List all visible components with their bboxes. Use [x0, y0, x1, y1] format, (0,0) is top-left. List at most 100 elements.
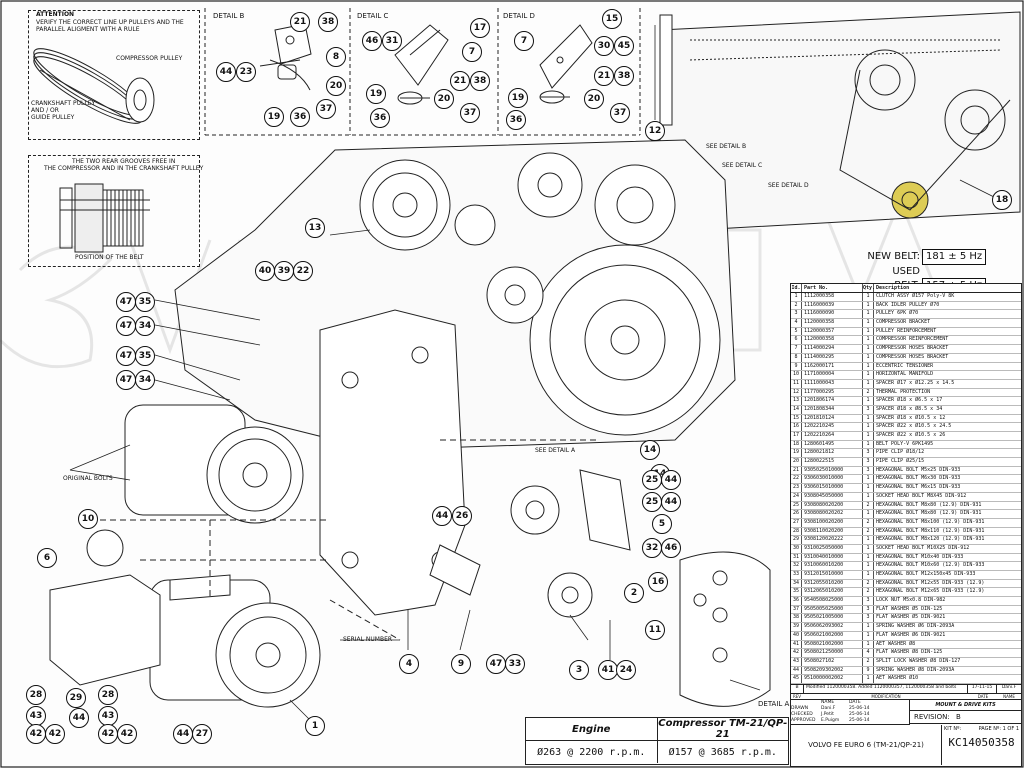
callout: 21	[290, 12, 310, 32]
callout: 30	[594, 36, 614, 56]
callout: 21	[450, 71, 470, 91]
part-description: HEXAGONAL BOLT M8x80 (12.9) DIN-931	[876, 510, 982, 517]
part-id: 25	[791, 501, 802, 510]
part-qty: 1	[863, 327, 874, 336]
part-id: 42	[791, 649, 802, 657]
part-number: 9308100020200	[802, 518, 863, 527]
part-description: HEXAGONAL BOLT M10x60 (12.9) DIN-933	[876, 562, 985, 569]
tb-approved-label: APPROVED	[791, 718, 816, 723]
part-number: 9312065010200	[802, 588, 863, 597]
callout: 36	[290, 107, 310, 127]
part-id: 39	[791, 623, 802, 631]
tb-approved-name: E.Puigm	[821, 718, 840, 723]
callout: 44	[432, 506, 452, 526]
callout: 42	[45, 724, 65, 744]
part-qty: 1	[863, 640, 874, 649]
part-id: 20	[791, 458, 802, 466]
part-qty: 1	[863, 379, 874, 388]
part-id: 13	[791, 397, 802, 405]
part-number: 9510000002002	[802, 675, 863, 683]
callout: 21	[594, 66, 614, 86]
callout: 20	[584, 89, 604, 109]
part-qty: 2	[863, 579, 874, 588]
part-number: 1111000043	[802, 379, 863, 388]
callout: 37	[610, 103, 630, 123]
part-description: PIPE CLIP Ø25/15	[876, 458, 925, 465]
serial-number-label: SERIAL NUMBER	[343, 636, 393, 643]
part-description: FLAT WASHER Ø6 DIN-9021	[876, 631, 946, 638]
part-qty: 3	[863, 405, 874, 414]
callout: 46	[362, 31, 382, 51]
part-number: 9508027102	[802, 657, 863, 666]
callout: 47	[116, 316, 136, 336]
part-qty: 1	[863, 475, 874, 484]
part-id: 30	[791, 544, 802, 553]
part-id: 44	[791, 666, 802, 675]
part-id: 19	[791, 449, 802, 458]
part-number: 9505005025000	[802, 605, 863, 614]
part-qty: 2	[863, 501, 874, 510]
callout: 36	[506, 110, 526, 130]
part-number: 9508021002000	[802, 640, 863, 649]
part-qty: 2	[863, 518, 874, 527]
spec-engine-header: Engine	[572, 723, 611, 735]
part-id: 40	[791, 631, 802, 640]
callout: 10	[78, 509, 98, 529]
part-id: 10	[791, 371, 802, 379]
revision-row: B Modified 1120000358. Added 1120000357,…	[790, 684, 1022, 700]
part-number: 1177000295	[802, 388, 863, 397]
callout: 32	[642, 538, 662, 558]
rev-letter: B	[791, 685, 804, 693]
callout: 25	[642, 492, 662, 512]
part-description: HEXAGONAL BOLT M6x15 DIN-933	[876, 484, 961, 491]
part-qty: 3	[863, 458, 874, 466]
callout: 5	[652, 514, 672, 534]
callout: 20	[326, 76, 346, 96]
callout: 16	[648, 572, 668, 592]
part-qty: 1	[863, 510, 874, 518]
part-number: 9308120020222	[802, 536, 863, 544]
callout: 42	[98, 724, 118, 744]
callout: 19	[264, 107, 284, 127]
part-description: FLAT WASHER Ø5 DIN-125	[876, 605, 943, 612]
callout: 42	[26, 724, 46, 744]
part-qty: 1	[863, 432, 874, 440]
part-number: 9308110020200	[802, 527, 863, 536]
part-number: 1280022515	[802, 458, 863, 466]
belt-frequency: NEW BELT:181 ± 5 Hz USED BELT:157 ± 5 Hz	[864, 249, 1010, 294]
part-description: ECCENTRIC TENSIONER	[876, 362, 934, 369]
see-detail-b: SEE DETAIL B	[706, 143, 747, 150]
part-number: 9306030010000	[802, 475, 863, 484]
part-description: SPACER Ø22 x Ø10.5 x 24.5	[876, 423, 952, 430]
part-qty: 3	[863, 605, 874, 614]
tb-kit-number: KC14050358	[948, 736, 1015, 749]
part-number: 1162000171	[802, 362, 863, 371]
part-number: 9310060010200	[802, 562, 863, 570]
part-qty: 1	[863, 310, 874, 319]
callout: 38	[614, 66, 634, 86]
part-id: 35	[791, 588, 802, 597]
part-number: 9306015010000	[802, 484, 863, 492]
rev-name: Dani.F	[1001, 685, 1017, 690]
rev-col-rev: REV	[792, 694, 802, 699]
part-description: SPACER Ø17 x Ø12.25 x 14.5	[876, 379, 955, 386]
tb-kit-type: MOUNT & DRIVE KITS	[910, 700, 1021, 711]
part-id: 45	[791, 675, 802, 683]
tb-drawn-date: 25-06-14	[849, 706, 870, 711]
part-id: 22	[791, 475, 802, 484]
part-description: SPRING WASHER Ø10 DIN-2093A	[874, 684, 1021, 685]
part-number: 9506062093002	[802, 623, 863, 631]
